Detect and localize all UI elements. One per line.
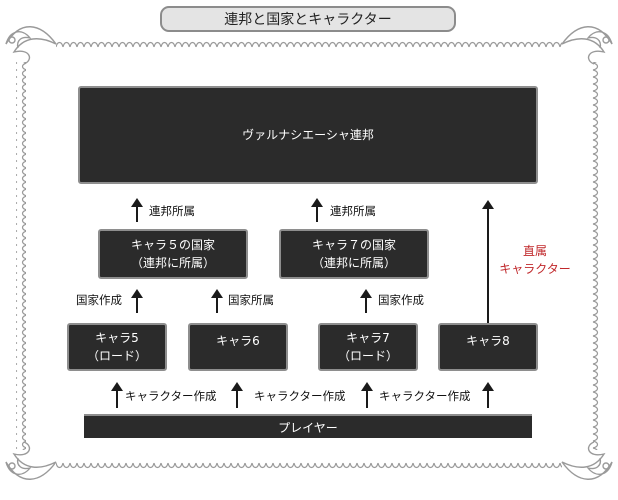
- player-bar: プレイヤー: [84, 414, 532, 438]
- label-federation-membership-1: 連邦所属: [149, 204, 195, 218]
- character-6-name: キャラ6: [216, 334, 260, 348]
- label-nation-membership: 国家所属: [228, 293, 274, 307]
- label-federation-membership-2: 連邦所属: [330, 204, 376, 218]
- arrow-up-icon: [211, 289, 223, 313]
- character-8-name: キャラ8: [466, 334, 510, 348]
- character-box-8: キャラ8: [438, 323, 538, 371]
- label-nation-create-1: 国家作成: [76, 293, 122, 307]
- nation-2-line2: （連邦に所属）: [311, 256, 396, 270]
- character-7-name: キャラ7: [346, 331, 390, 345]
- arrow-up-icon: [111, 382, 123, 408]
- arrow-up-icon: [231, 382, 243, 408]
- character-box-6: キャラ6: [188, 323, 288, 371]
- federation-label: ヴァルナシエーシャ連邦: [242, 128, 374, 142]
- player-label: プレイヤー: [278, 420, 338, 435]
- diagram-title: 連邦と国家とキャラクター: [160, 6, 456, 32]
- federation-box: ヴァルナシエーシャ連邦: [78, 86, 538, 184]
- nation-1-line1: キャラ５の国家: [130, 238, 215, 252]
- character-box-7: キャラ7 （ロード）: [318, 323, 418, 371]
- label-char-create-2: キャラクター作成: [254, 389, 346, 403]
- label-nation-create-2: 国家作成: [378, 293, 424, 307]
- nation-1-line2: （連邦に所属）: [130, 256, 215, 270]
- nation-2-line1: キャラ７の国家: [311, 238, 396, 252]
- arrow-up-icon: [311, 198, 323, 222]
- label-direct-line1: 直属: [522, 244, 547, 258]
- label-char-create-1: キャラクター作成: [125, 389, 217, 403]
- arrow-up-icon: [361, 382, 373, 408]
- arrow-up-icon: [131, 289, 143, 313]
- nation-box-2: キャラ７の国家 （連邦に所属）: [279, 229, 429, 279]
- character-5-name: キャラ5: [95, 331, 139, 345]
- arrow-up-icon: [131, 198, 143, 222]
- label-direct-line2: キャラクター: [499, 262, 571, 276]
- arrow-up-long-icon: [482, 200, 494, 324]
- arrow-up-icon: [360, 289, 372, 313]
- character-box-5: キャラ5 （ロード）: [67, 323, 167, 371]
- corner-ornament-icon: [5, 26, 613, 480]
- character-5-role: （ロード）: [86, 349, 147, 363]
- nation-box-1: キャラ５の国家 （連邦に所属）: [98, 229, 248, 279]
- label-char-create-3: キャラクター作成: [379, 389, 471, 403]
- character-7-role: （ロード）: [337, 349, 398, 363]
- arrow-up-icon: [482, 382, 494, 408]
- label-direct: 直属 キャラクター: [496, 242, 574, 278]
